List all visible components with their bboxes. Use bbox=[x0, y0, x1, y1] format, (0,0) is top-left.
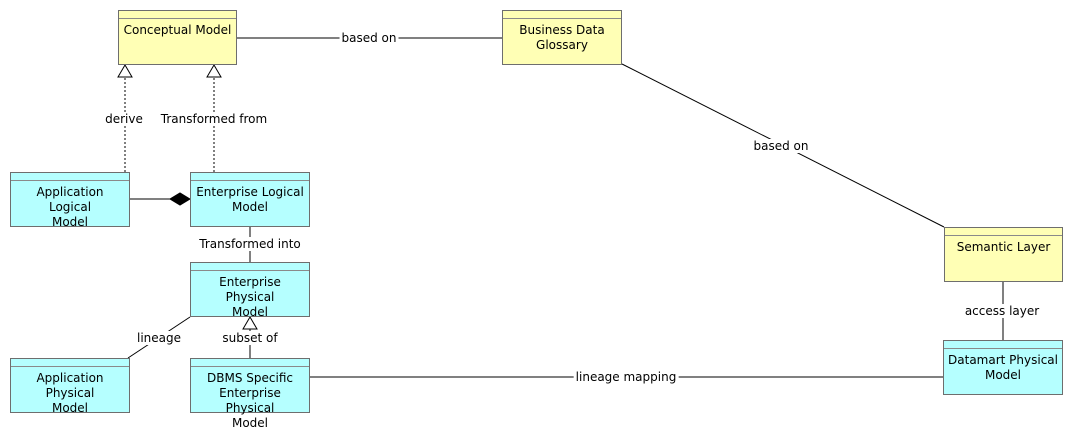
realization-arrowhead bbox=[117, 64, 133, 78]
node-label: Datamart Physical Model bbox=[948, 353, 1058, 382]
realization-arrowhead bbox=[206, 64, 222, 78]
node-application-logical-model[interactable]: Application Logical Model bbox=[10, 172, 130, 229]
node-label: Business Data Glossary bbox=[519, 23, 605, 52]
node-conceptual-model[interactable]: Conceptual Model bbox=[118, 10, 237, 65]
specialization-arrowhead bbox=[242, 316, 258, 330]
edge-label-based-on: based on bbox=[751, 139, 811, 153]
node-business-data-glossary[interactable]: Business Data Glossary bbox=[502, 10, 622, 65]
edge-label-derive: derive bbox=[103, 112, 145, 126]
node-datamart-physical-model[interactable]: Datamart Physical Model bbox=[943, 340, 1063, 395]
node-enterprise-logical-model[interactable]: Enterprise Logical Model bbox=[190, 172, 310, 227]
node-dbms-specific-enterprise-physical-model[interactable]: DBMS Specific Enterprise Physical Model bbox=[190, 358, 310, 430]
edge-label-subset-of: subset of bbox=[220, 331, 280, 345]
node-label: Semantic Layer bbox=[956, 240, 1051, 254]
node-label: DBMS Specific Enterprise Physical Model bbox=[207, 371, 293, 430]
edge-label-access-layer: access layer bbox=[962, 304, 1042, 318]
edge-label-lineage: lineage bbox=[134, 331, 184, 345]
edge-label-lineage-mapping: lineage mapping bbox=[573, 370, 679, 384]
node-application-physical-model[interactable]: Application Physical Model bbox=[10, 358, 130, 415]
node-label: Conceptual Model bbox=[123, 23, 232, 37]
edge-label-transformed-from: Transformed from bbox=[158, 112, 270, 126]
node-label: Application Physical Model bbox=[36, 371, 104, 415]
edge-label-based-on: based on bbox=[339, 31, 399, 45]
node-enterprise-physical-model[interactable]: Enterprise Physical Model bbox=[190, 262, 310, 319]
node-semantic-layer[interactable]: Semantic Layer bbox=[944, 227, 1063, 282]
composition-diamond bbox=[169, 192, 191, 206]
node-label: Application Logical Model bbox=[36, 185, 104, 229]
node-label: Enterprise Logical Model bbox=[196, 185, 304, 214]
edge-label-transformed-into: Transformed into bbox=[197, 237, 303, 251]
node-label: Enterprise Physical Model bbox=[219, 275, 281, 319]
